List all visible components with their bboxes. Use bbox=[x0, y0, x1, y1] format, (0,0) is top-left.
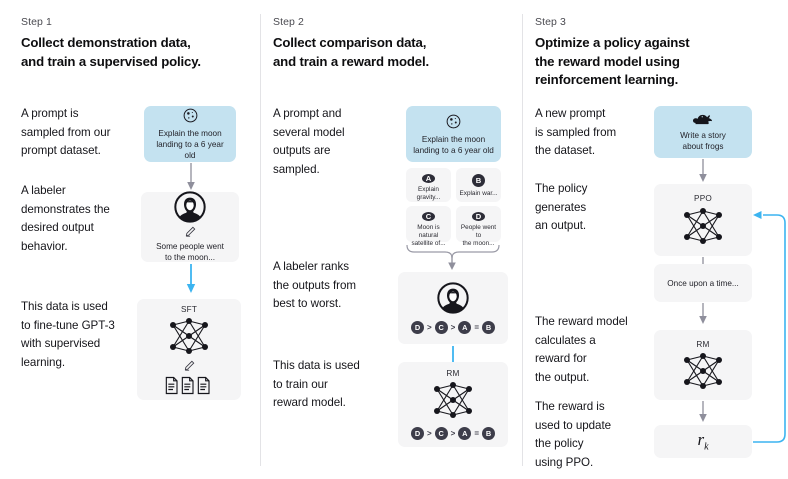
step-3-label: Step 3 bbox=[535, 16, 566, 28]
reward-symbol-subscript: k bbox=[704, 441, 709, 453]
step-3-arrow-rm-to-reward bbox=[699, 401, 707, 422]
moon-icon bbox=[445, 113, 462, 130]
step-3-prompt-text: Write a story about frogs bbox=[680, 131, 726, 151]
step-1-prompt-text: Explain the moon landing to a 6 year old bbox=[156, 129, 224, 160]
frog-icon bbox=[692, 112, 714, 127]
step-3-arrow-output-to-rm bbox=[699, 303, 707, 324]
rank-badge-4: B bbox=[482, 321, 495, 334]
column-divider-2 bbox=[522, 14, 523, 466]
option-a-text: Explain gravity... bbox=[416, 186, 441, 202]
step-3-paragraph-2: The policy generates an output. bbox=[535, 182, 588, 233]
step-2-option-d[interactable]: D People went to the moon... bbox=[456, 206, 501, 247]
option-c-text: Moon is natural satellite of... bbox=[411, 224, 446, 248]
step-3-prompt-card[interactable]: Write a story about frogs bbox=[654, 106, 752, 158]
step-1-label: Step 1 bbox=[21, 16, 52, 28]
documents-icon bbox=[165, 376, 213, 395]
step-3-rm-caption: RM bbox=[696, 339, 710, 349]
step-1-prompt-card[interactable]: Explain the moon landing to a 6 year old bbox=[144, 106, 236, 162]
neural-network-icon bbox=[428, 380, 478, 420]
step-2-prompt-card[interactable]: Explain the moon landing to a 6 year old bbox=[406, 106, 501, 162]
step-3-title-line3: reinforcement learning. bbox=[535, 72, 679, 87]
moon-icon bbox=[182, 107, 199, 124]
labeler-avatar-icon bbox=[174, 191, 206, 223]
reward-symbol: rk bbox=[697, 430, 708, 452]
neural-network-icon bbox=[678, 351, 728, 391]
option-c-badge: C bbox=[422, 212, 435, 221]
step-1-paragraph-1: A prompt is sampled from our prompt data… bbox=[21, 107, 111, 158]
step-1-paragraph-2: A labeler demonstrates the desired outpu… bbox=[21, 184, 110, 253]
step-1-column: Step 1 Collect demonstration data, and t… bbox=[0, 0, 261, 479]
step-1-arrow-labeler-to-sft bbox=[186, 264, 196, 293]
step-2-column: Step 2 Collect comparison data, and trai… bbox=[261, 0, 523, 479]
step-2-prompt-text: Explain the moon landing to a 6 year old bbox=[413, 134, 494, 155]
rank-op-2: > bbox=[450, 323, 456, 332]
rm-rank-op-2: > bbox=[450, 429, 456, 438]
step-1-labeler-card[interactable]: Some people went to the moon... bbox=[141, 191, 239, 262]
pencil-icon bbox=[184, 225, 197, 238]
step-3-paragraph-3: The reward model calculates a reward for… bbox=[535, 315, 628, 384]
step-3-ppo-card[interactable]: PPO bbox=[654, 184, 752, 256]
step-3-rm-card[interactable]: RM bbox=[654, 330, 752, 400]
step-3-reward-card[interactable]: rk bbox=[654, 425, 752, 458]
step-2-paragraph-3: This data is used to train our reward mo… bbox=[273, 359, 360, 410]
step-3-output-text: Once upon a time... bbox=[667, 278, 739, 288]
step-3-column: Step 3 Optimize a policy against the rew… bbox=[523, 0, 788, 479]
reward-symbol-base: r bbox=[697, 430, 705, 450]
rank-badge-1: D bbox=[410, 321, 424, 334]
step-2-option-b[interactable]: B Explain war... bbox=[456, 168, 501, 202]
step-3-paragraph-1: A new prompt is sampled from the dataset… bbox=[535, 107, 617, 158]
step-3-paragraph-4: The reward is used to update the policy … bbox=[535, 400, 612, 469]
step-2-rm-caption: RM bbox=[446, 369, 460, 378]
step-1-sft-caption: SFT bbox=[180, 304, 198, 314]
step-2-title: Collect comparison data, and train a rew… bbox=[273, 34, 511, 71]
rank-op-3: = bbox=[474, 323, 479, 332]
step-2-ranking-card[interactable]: D > C > A = B bbox=[398, 272, 508, 344]
option-d-text: People went to the moon... bbox=[460, 224, 497, 248]
rm-rank-badge-1: D bbox=[410, 427, 424, 440]
rank-op-1: > bbox=[426, 323, 432, 332]
step-1-title: Collect demonstration data, and train a … bbox=[21, 34, 251, 71]
step-1-demonstration-text: Some people went to the moon... bbox=[156, 242, 224, 262]
step-2-title-line1: Collect comparison data, bbox=[273, 35, 427, 50]
rank-badge-2: C bbox=[434, 321, 448, 334]
step-3-title-line1: Optimize a policy against bbox=[535, 35, 690, 50]
step-3-title: Optimize a policy against the reward mod… bbox=[535, 34, 783, 90]
step-2-rm-ranking-row: D > C > A = B bbox=[410, 427, 495, 440]
step-3-output-card[interactable]: Once upon a time... bbox=[654, 264, 752, 302]
step-1-sft-card[interactable]: SFT bbox=[137, 299, 241, 400]
step-2-paragraph-1: A prompt and several model outputs are s… bbox=[273, 107, 345, 176]
step-1-title-line2: and train a supervised policy. bbox=[21, 53, 201, 69]
rm-rank-badge-3: A bbox=[458, 427, 472, 440]
rm-rank-badge-2: C bbox=[434, 427, 448, 440]
step-1-paragraph-3: This data is used to fine-tune GPT-3 wit… bbox=[21, 300, 115, 369]
neural-network-icon bbox=[164, 316, 214, 356]
step-3-arrow-prompt-to-ppo bbox=[699, 159, 707, 182]
step-2-brace-and-arrow bbox=[406, 244, 500, 270]
step-2-paragraph-2: A labeler ranks the outputs from best to… bbox=[273, 260, 356, 311]
step-3-title-line2: the reward model using bbox=[535, 53, 680, 69]
rank-badge-3: A bbox=[458, 321, 472, 334]
step-2-option-a[interactable]: A Explain gravity... bbox=[406, 168, 451, 202]
step-3-feedback-loop-arrow bbox=[753, 211, 786, 443]
rm-rank-op-1: > bbox=[426, 429, 432, 438]
column-divider-1 bbox=[260, 14, 261, 466]
step-3-ppo-caption: PPO bbox=[694, 194, 712, 203]
pencil-icon bbox=[183, 359, 196, 372]
step-2-label: Step 2 bbox=[273, 16, 304, 28]
option-b-text: Explain war... bbox=[459, 190, 498, 197]
rm-rank-op-3: = bbox=[474, 429, 479, 438]
neural-network-icon bbox=[678, 206, 728, 246]
step-2-ranking-row: D > C > A = B bbox=[410, 321, 495, 334]
step-2-option-c[interactable]: C Moon is natural satellite of... bbox=[406, 206, 451, 247]
step-2-rm-card[interactable]: RM bbox=[398, 362, 508, 447]
step-1-arrow-prompt-to-labeler bbox=[187, 163, 195, 190]
labeler-avatar-icon bbox=[437, 282, 469, 314]
step-1-title-line1: Collect demonstration data, bbox=[21, 35, 191, 50]
step-2-title-line2: and train a reward model. bbox=[273, 53, 430, 69]
option-a-badge: A bbox=[422, 174, 435, 183]
option-b-badge: B bbox=[472, 174, 485, 187]
rm-rank-badge-4: B bbox=[482, 427, 495, 440]
option-d-badge: D bbox=[472, 212, 485, 221]
